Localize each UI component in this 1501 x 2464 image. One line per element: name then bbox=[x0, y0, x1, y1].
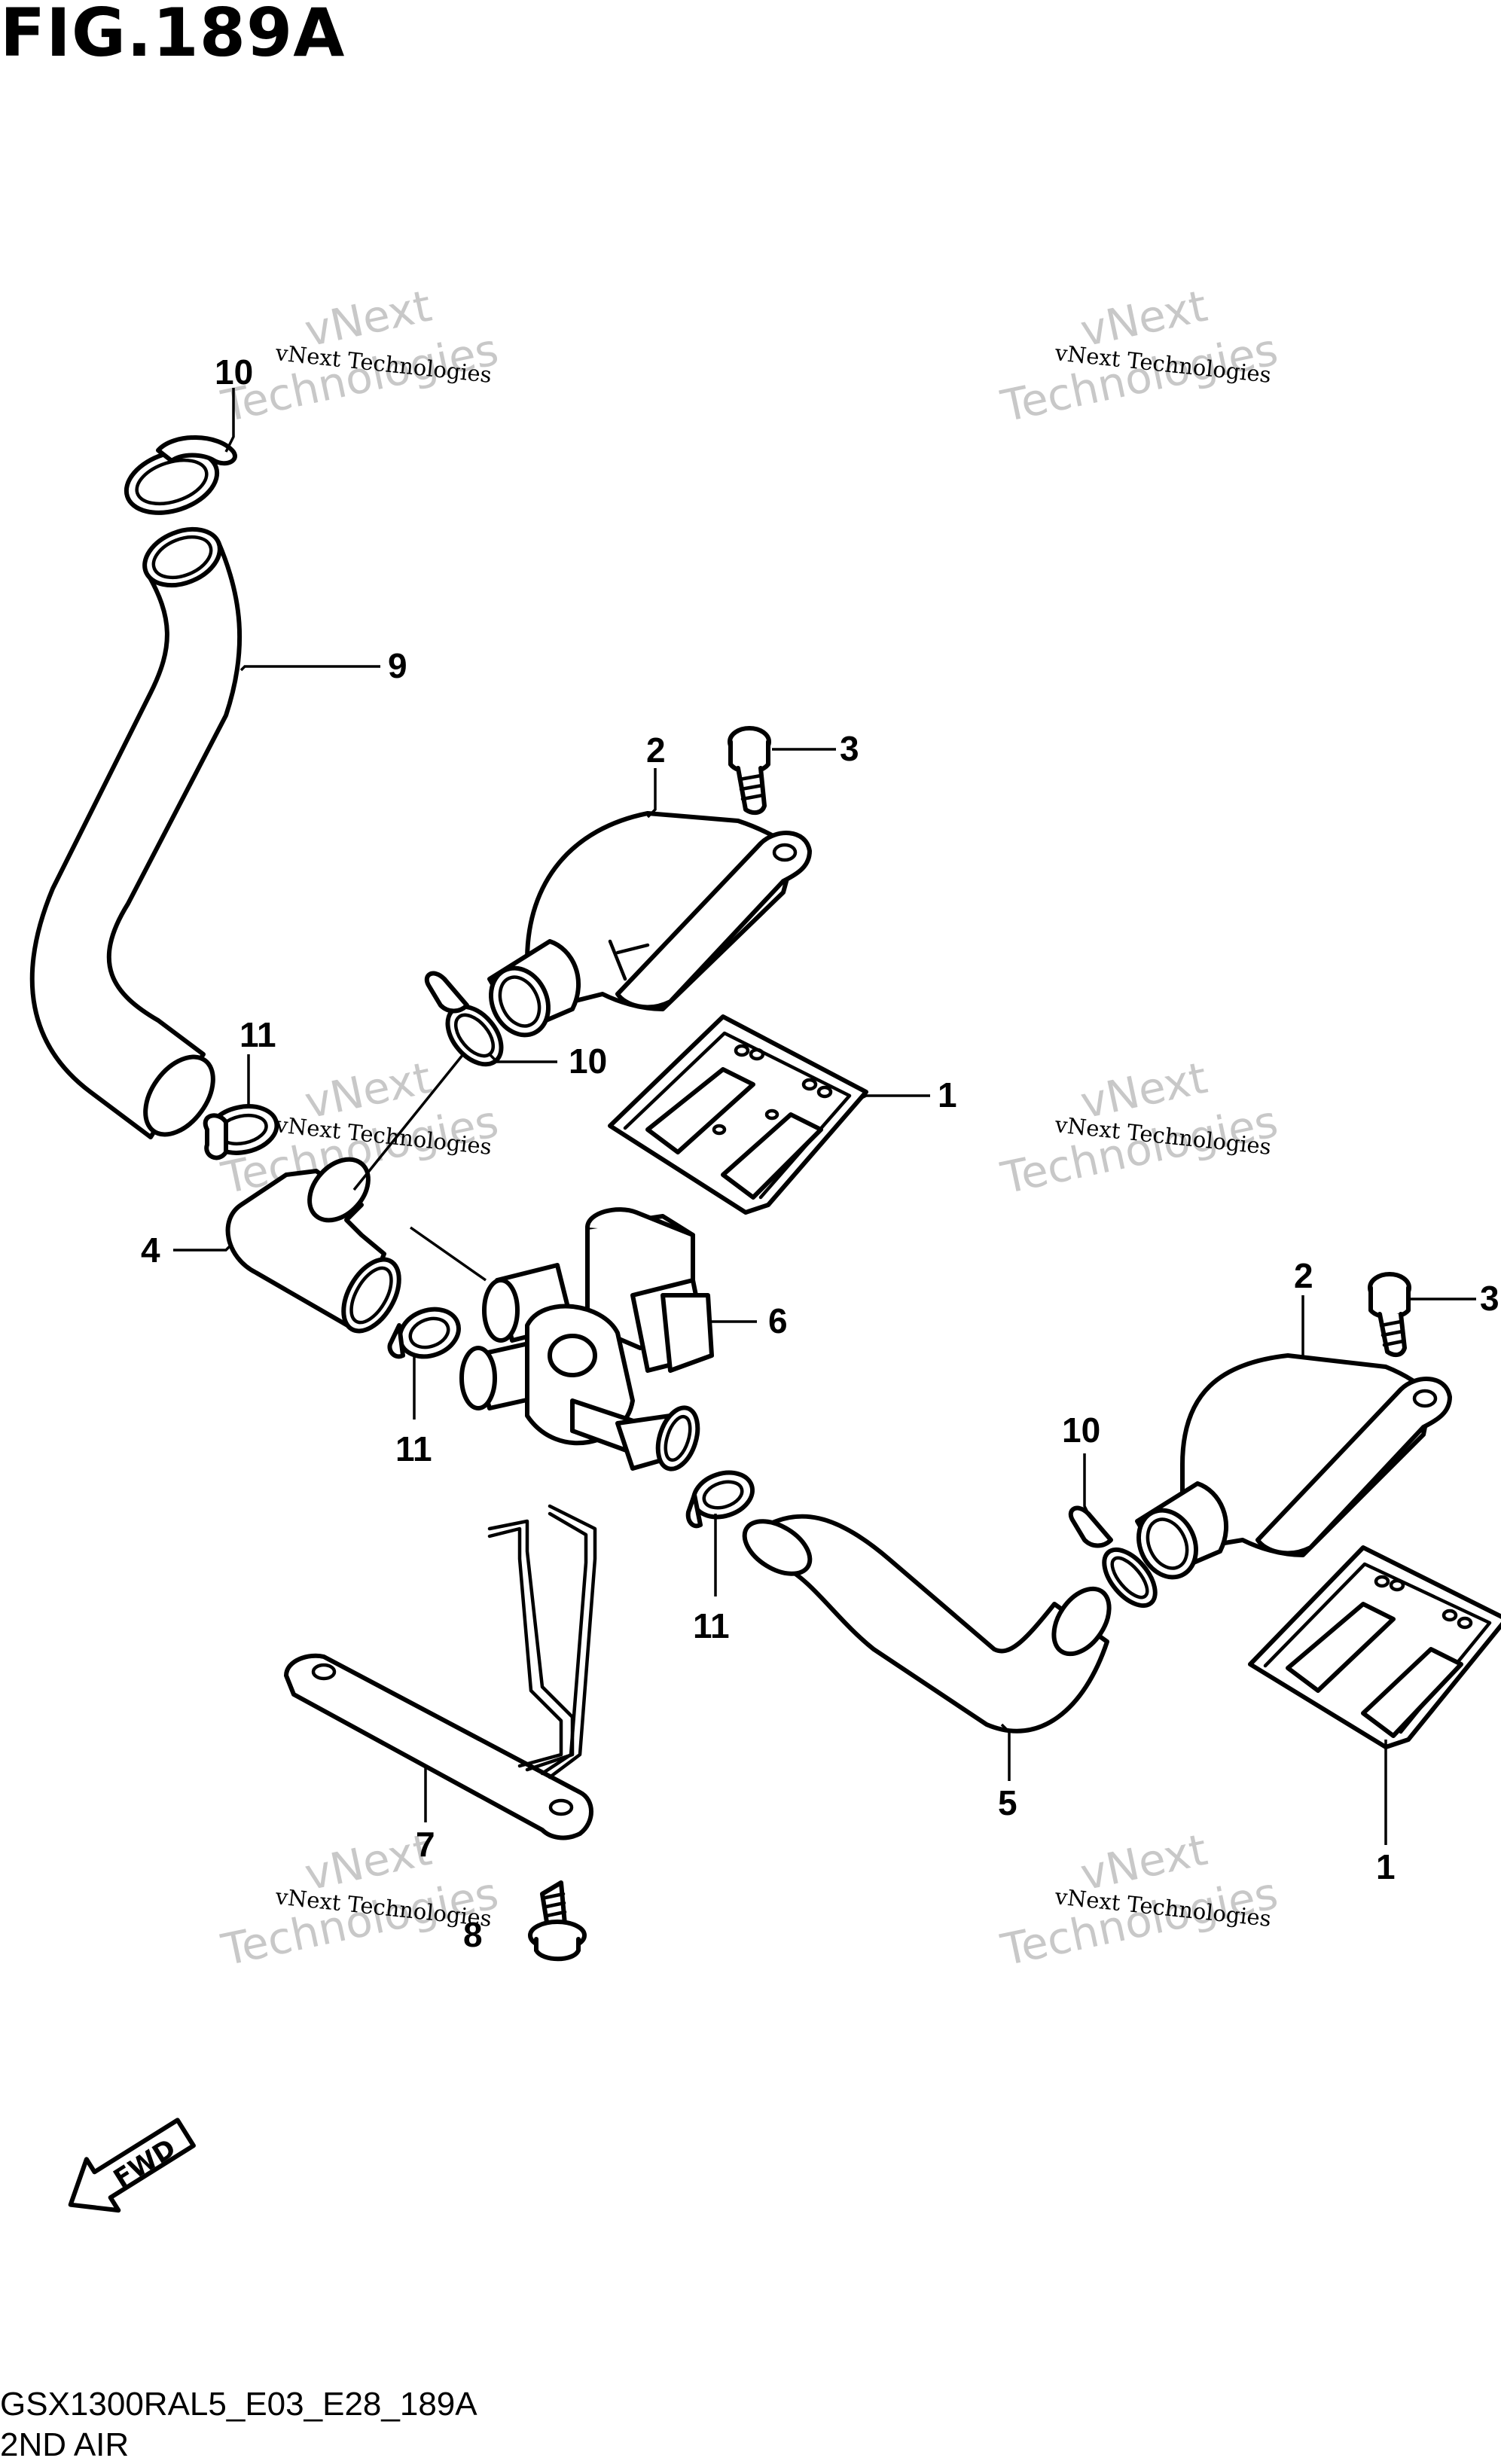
callout-9: 9 bbox=[388, 646, 407, 685]
part-8-bolt bbox=[528, 1880, 587, 1962]
part-5-hose bbox=[742, 1514, 1112, 1734]
callout-11-left: 11 bbox=[239, 1015, 276, 1054]
part-11-clamp-left bbox=[203, 1104, 279, 1160]
part-7-bracket bbox=[284, 1504, 597, 1840]
watermark-top-left: vNext Technologies vNext Technologies bbox=[217, 280, 503, 432]
watermark-middle-right: vNext Technologies vNext Technologies bbox=[996, 1052, 1283, 1204]
part-3-bolt-right bbox=[1368, 1272, 1411, 1358]
part-1-reed-valve-left bbox=[608, 1014, 868, 1215]
part-2-cover-left bbox=[487, 811, 812, 1038]
part-10-clamp-right bbox=[1068, 1505, 1158, 1609]
watermark-top-right: vNext Technologies vNext Technologies bbox=[996, 280, 1283, 432]
callout-1-right: 1 bbox=[1376, 1847, 1396, 1886]
callout-3-left: 3 bbox=[840, 729, 859, 768]
part-6-air-valve bbox=[459, 1207, 714, 1471]
callout-10-right: 10 bbox=[1062, 1410, 1100, 1450]
part-11-clamp-middle bbox=[387, 1307, 461, 1359]
part-10-clamp-middle bbox=[424, 971, 504, 1067]
callout-10-top: 10 bbox=[215, 352, 253, 392]
callout-4: 4 bbox=[141, 1230, 160, 1270]
callout-2-right: 2 bbox=[1294, 1256, 1313, 1295]
callout-6: 6 bbox=[768, 1301, 788, 1340]
leader-lines bbox=[173, 388, 1476, 1845]
section-name: 2ND AIR bbox=[0, 2426, 130, 2463]
part-2-cover-right bbox=[1135, 1353, 1452, 1580]
callout-11-middle: 11 bbox=[395, 1429, 432, 1468]
part-3-bolt-left bbox=[728, 726, 771, 816]
callout-1-left: 1 bbox=[938, 1075, 957, 1115]
callout-8: 8 bbox=[463, 1915, 483, 1954]
figure-title: FIG.189A bbox=[0, 0, 346, 72]
callout-5: 5 bbox=[998, 1783, 1017, 1822]
callout-10-middle: 10 bbox=[569, 1041, 607, 1081]
model-code: GSX1300RAL5_E03_E28_189A bbox=[0, 2386, 477, 2423]
part-10-clamp-top bbox=[124, 435, 237, 515]
callout-7: 7 bbox=[416, 1825, 435, 1864]
callout-3-right: 3 bbox=[1480, 1279, 1499, 1318]
part-1-reed-valve-right bbox=[1248, 1545, 1501, 1749]
callout-2-left: 2 bbox=[646, 730, 666, 770]
callout-11-bottom: 11 bbox=[693, 1606, 730, 1645]
part-11-clamp-bottom bbox=[685, 1470, 755, 1529]
callout-labels: 10 9 2 3 10 11 1 4 6 11 2 3 10 11 5 7 8 … bbox=[141, 352, 1499, 1954]
part-4-elbow-hose bbox=[225, 1157, 401, 1334]
watermark-bottom-left: vNext Technologies vNext Technologies bbox=[217, 1824, 503, 1976]
part-9-hose bbox=[29, 526, 243, 1139]
fwd-direction-arrow: FWD bbox=[68, 2118, 196, 2213]
watermark-bottom-right: vNext Technologies vNext Technologies bbox=[996, 1824, 1283, 1976]
